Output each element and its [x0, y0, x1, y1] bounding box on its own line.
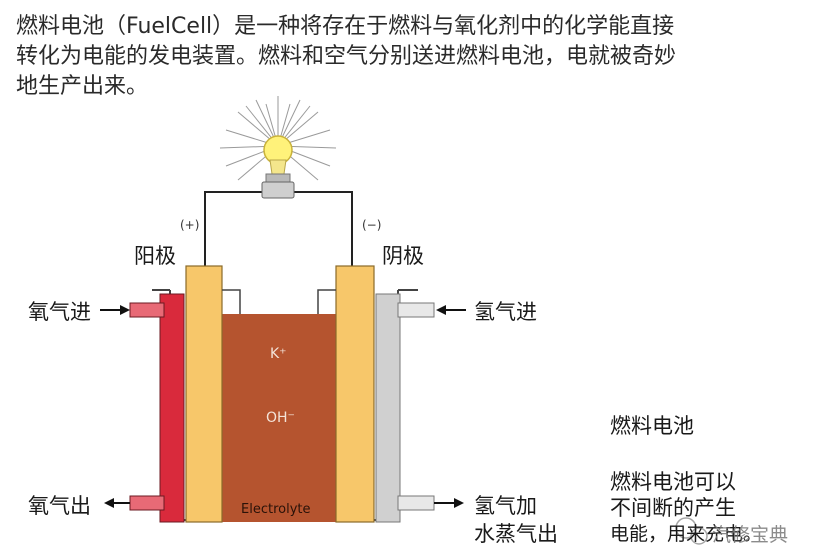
cathode-electrode: [335, 265, 375, 523]
positive-sign: (+): [180, 218, 200, 232]
caption-title: 燃料电池: [610, 414, 694, 438]
hydrogen-out-arrow-icon: [434, 498, 464, 508]
electrolyte-region: [222, 314, 336, 522]
caption-line-1: 燃料电池可以: [610, 470, 736, 494]
hydrogen-out-label-line2: 水蒸气出: [474, 522, 558, 546]
oxygen-out-label: 氧气出: [28, 494, 91, 518]
intro-line-3: 地生产出来。: [16, 74, 149, 99]
oxygen-out-arrow-icon: [104, 498, 130, 508]
caption-line-3: 电能，用来充电。: [610, 523, 763, 545]
negative-sign: (−): [362, 218, 382, 232]
hydrogen-in-arrow-icon: [436, 305, 466, 315]
hydrogen-in-label: 氢气进: [474, 300, 537, 324]
oxygen-channel: [159, 293, 185, 523]
ion-potassium: K⁺: [270, 346, 287, 362]
wire-left: [204, 191, 264, 266]
hydrogen-channel: [375, 293, 401, 523]
oxygen-in-label: 氧气进: [28, 300, 91, 324]
cathode-label: 阴极: [382, 244, 424, 268]
intro-paragraph: 燃料电池（FuelCell）是一种将存在于燃料与氧化剂中的化学能直接 转化为电能…: [16, 12, 806, 102]
electrolyte-label: Electrolyte: [241, 502, 311, 517]
oxygen-in-arrow-icon: [100, 305, 130, 315]
hydrogen-out-label-line1: 氢气加: [474, 494, 537, 518]
watermark-logo-icon: [675, 517, 708, 545]
light-bulb-icon: [261, 135, 295, 199]
caption-line-2: 不间断的产生: [610, 496, 736, 520]
watermark-text: 汽修宝典: [712, 524, 789, 546]
ion-hydroxide: OH⁻: [266, 410, 295, 426]
anode-label: 阳极: [134, 244, 176, 268]
intro-line-2: 转化为电能的发电装置。燃料和空气分别送进燃料电池，电就被奇妙: [16, 44, 677, 69]
wire-right: [292, 191, 353, 266]
intro-line-1: 燃料电池（FuelCell）是一种将存在于燃料与氧化剂中的化学能直接: [16, 14, 675, 39]
anode-electrode: [185, 265, 223, 523]
